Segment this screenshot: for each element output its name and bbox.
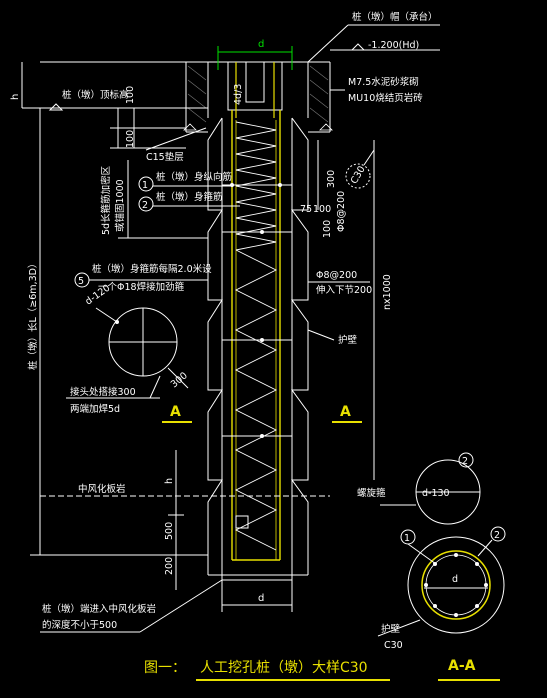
embed-line-2: 的深度不小于500 [42,619,117,631]
circle-2-left: 2 [142,200,148,211]
figure-title: 人工挖孔桩（墩）大样C30 [200,659,368,676]
dim-300-right: 300 [326,170,337,188]
dim-100b: 100 [125,130,136,148]
dim-200: 200 [164,557,175,575]
lap-line-2: 两端加焊5d [70,403,120,415]
cap-label: 桩（墩）帽（承台） [352,11,438,23]
ring-line-1: 桩（墩）身箍筋每隔2.0米设 [92,263,212,275]
detail-c30-label: C30 [384,640,403,651]
d-bottom-label: d [258,593,264,604]
detail-guard-label: 护壁 [381,623,401,635]
detail-circle-1: 1 [404,533,410,544]
bottom-d-dimension: d [221,580,293,612]
d-top-label: d [258,39,264,50]
h2-label: h [164,478,175,484]
c15-label: C15垫层 [146,151,184,163]
circle-1-left: 1 [142,180,148,191]
d-vertical-label: 4d/3 [233,84,244,105]
c30-rotated: C30 [349,164,368,186]
top-d-dimension: d [217,39,293,70]
pile-cap [183,61,333,133]
stirrup-zone-2: 或锚固1000 [114,179,126,232]
detail-circle-2b: 2 [494,530,500,541]
dim-100a: 100 [125,86,136,104]
dim-100-right: 100 [322,220,333,238]
ring-annotation: 5 桩（墩）身箍筋每隔2.0米设 一个Φ18焊接加劲箍 [74,263,212,293]
phi8-label: Φ8@200 [316,270,357,281]
right-labels: 桩（墩）帽（承台） -1.200(Hd) M7.5水泥砂浆砌 MU10烧结页岩砖… [138,11,440,480]
nx1000-label: nx1000 [382,274,393,310]
section-a-right: A [340,404,351,420]
pile-length-label: 桩（墩）长L（≥6m,3D） [27,259,39,370]
spiral-label: 螺旋箍 [357,487,386,499]
pile-body [40,110,330,581]
dim-100: 100 [313,204,331,215]
wall-line-2: MU10烧结页岩砖 [348,92,423,104]
dim-500: 500 [164,522,175,540]
stirrup-zone-1: 5d长箍筋加密区 [100,165,112,235]
section-a-left: A [170,404,181,420]
phi8-rotated: Φ8@200 [336,191,347,232]
rock-label: 中风化板岩 [78,483,126,495]
detail-circle-2a: 2 [462,456,468,467]
section-detail: d-130 螺旋箍 2 d 1 2 护壁 C30 [357,452,506,651]
elev-label: -1.200(Hd) [368,40,419,51]
ring-line-2: 一个Φ18焊接加劲箍 [98,281,185,293]
lap-line-1: 接头处搭接300 [70,386,136,398]
embed-line-1: 桩（墩）端进入中风化板岩 [42,603,156,615]
guard-label: 护壁 [338,334,358,346]
rebar-main-label: 桩（墩）身纵向筋 [156,171,232,183]
h-label: h [10,94,21,100]
left-dimensions: h 桩（墩）长L（≥6m,3D） 桩（墩）顶标高 100 100 C15垫层 5… [10,61,208,590]
section-markers: A A [162,404,362,423]
dim-75: 75 [300,204,312,215]
section-title: A-A [448,658,476,674]
circle-5-label: 5 [78,276,84,287]
figure-label: 图一： [144,660,186,676]
wall-line-1: M7.5水泥砂浆砌 [348,76,419,88]
stiffener-ring-detail: d-120 300 接头处搭接300 两端加焊5d [66,283,190,415]
phi8-extend-label: 伸入下节200 [316,284,372,296]
d-130-label: d-130 [422,488,450,499]
top-elevation-label: 桩（墩）顶标高 [62,89,129,101]
detail-d-label: d [452,574,458,585]
rebar-stirrup-label: 桩（墩）身箍筋 [156,191,223,203]
column-stub: 4d/3 [227,61,283,118]
